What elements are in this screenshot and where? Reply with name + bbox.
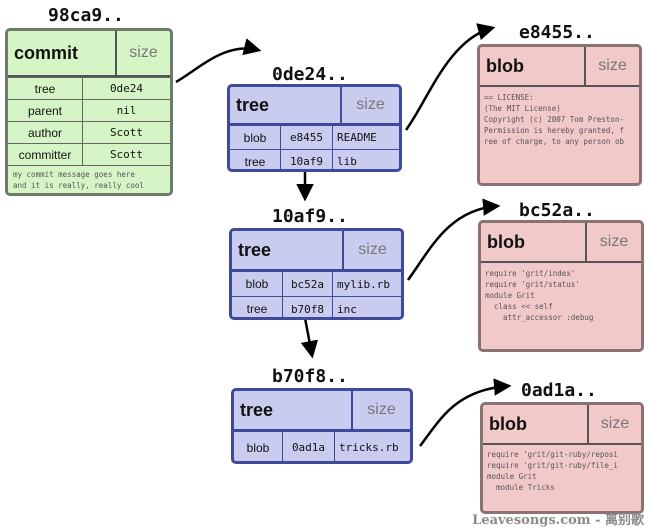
tree-entry-name: tricks.rb xyxy=(334,432,410,461)
blob-object: blob size require 'grit/index' require '… xyxy=(478,220,644,352)
tree-type-label: tree xyxy=(236,94,270,115)
blob-content: require 'grit/git-ruby/reposi require 'g… xyxy=(483,445,641,493)
tree-entry-hash: e8455 xyxy=(280,126,332,149)
blob-header: blob size xyxy=(480,47,639,87)
tree-header: tree size xyxy=(232,231,401,271)
arrow-tree3-to-blob3 xyxy=(419,378,512,447)
blob-line: attr_accessor :debug xyxy=(485,313,594,322)
tree-object: tree size blob bc52a mylib.rb tree b70f8… xyxy=(229,228,404,320)
arrow-tree2-to-tree3 xyxy=(300,317,318,359)
tree-entry-type: tree xyxy=(246,302,268,316)
tree-hash: b70f8.. xyxy=(272,366,348,387)
blob-content: require 'grit/index' require 'grit/statu… xyxy=(481,263,641,323)
tree-object: tree size blob 0ad1a tricks.rb xyxy=(231,388,413,464)
commit-row-key: tree xyxy=(34,81,56,96)
tree-header: tree size xyxy=(230,87,399,125)
blob-type-label: blob xyxy=(489,413,527,434)
tree-header: tree size xyxy=(234,391,410,431)
tree-size-label: size xyxy=(340,87,399,123)
tree-size-label: size xyxy=(342,231,401,269)
commit-row: committer Scott xyxy=(8,143,170,165)
blob-hash: 0ad1a.. xyxy=(521,380,597,401)
tree-entry-type: blob xyxy=(246,440,270,455)
blob-size-label: size xyxy=(587,405,641,443)
blob-line: == LICENSE: xyxy=(484,93,534,102)
blob-content: == LICENSE: (The MIT License) Copyright … xyxy=(480,87,639,147)
tree-entry-type: blob xyxy=(245,277,269,291)
blob-header: blob size xyxy=(481,223,641,263)
tree-entry: blob bc52a mylib.rb xyxy=(232,271,401,296)
blob-object: blob size == LICENSE: (The MIT License) … xyxy=(477,44,642,186)
tree-entry: blob e8455 README xyxy=(230,125,399,149)
tree-entry-hash: 10af9 xyxy=(280,150,332,169)
blob-hash: e8455.. xyxy=(519,22,595,43)
arrow-commit-to-tree xyxy=(175,38,262,84)
commit-row-key: committer xyxy=(18,147,72,162)
watermark: Leavesongs.com - 离别歌 xyxy=(472,513,644,528)
commit-message-line: my commit message goes here xyxy=(13,170,135,179)
tree-hash: 10af9.. xyxy=(272,206,348,227)
tree-entry-hash: 0ad1a xyxy=(282,432,334,461)
commit-row-key: parent xyxy=(27,103,63,118)
tree-entry-name: lib xyxy=(332,150,399,169)
tree-entry-hash: bc52a xyxy=(282,272,332,296)
arrow-tree2-to-blob2 xyxy=(406,198,501,281)
tree-entry: tree b70f8 inc xyxy=(232,296,401,317)
blob-line: (The MIT License) xyxy=(484,104,561,113)
arrow-tree1-to-blob1 xyxy=(404,23,496,131)
commit-row-value: Scott xyxy=(82,144,170,165)
blob-size-label: size xyxy=(585,223,641,261)
commit-hash: 98ca9.. xyxy=(48,5,124,26)
tree-hash: 0de24.. xyxy=(272,64,348,85)
blob-line: require 'grit/index' xyxy=(485,269,576,278)
blob-line: module Grit xyxy=(487,472,537,481)
commit-row: parent nil xyxy=(8,99,170,121)
tree-entry: blob 0ad1a tricks.rb xyxy=(234,431,410,461)
blob-line: Copyright (c) 2007 Tom Preston- xyxy=(484,115,624,124)
commit-row: author Scott xyxy=(8,121,170,143)
tree-type-label: tree xyxy=(238,239,272,260)
blob-size-label: size xyxy=(584,47,639,85)
blob-line: require 'grit/git-ruby/file_i xyxy=(487,461,618,470)
tree-object: tree size blob e8455 README tree 10af9 l… xyxy=(227,84,402,172)
blob-line: class << self xyxy=(485,302,553,311)
tree-entry-name: inc xyxy=(332,297,401,317)
commit-object: commit size tree 0de24 parent nil author… xyxy=(5,28,173,196)
blob-line: require 'grit/git-ruby/reposi xyxy=(487,450,618,459)
tree-entry-hash: b70f8 xyxy=(282,297,332,317)
commit-type-label: commit xyxy=(14,42,79,63)
blob-line: module Grit xyxy=(485,291,535,300)
blob-line: ree of charge, to any person ob xyxy=(484,137,624,146)
tree-size-label: size xyxy=(351,391,410,429)
commit-header: commit size xyxy=(8,31,170,77)
commit-message: my commit message goes here and it is re… xyxy=(8,165,170,193)
tree-type-label: tree xyxy=(240,399,274,420)
blob-type-label: blob xyxy=(487,231,525,252)
commit-size-label: size xyxy=(115,31,170,75)
commit-row-value: nil xyxy=(82,100,170,121)
commit-row-value: 0de24 xyxy=(82,78,170,99)
blob-type-label: blob xyxy=(486,55,524,76)
blob-header: blob size xyxy=(483,405,641,445)
commit-row-value: Scott xyxy=(82,122,170,143)
tree-entry: tree 10af9 lib xyxy=(230,149,399,169)
blob-line: module Tricks xyxy=(487,483,555,492)
commit-row: tree 0de24 xyxy=(8,77,170,99)
tree-entry-name: README xyxy=(332,126,399,149)
blob-line: Permission is hereby granted, f xyxy=(484,126,624,135)
blob-hash: bc52a.. xyxy=(519,200,595,221)
blob-line: require 'grit/status' xyxy=(485,280,580,289)
commit-message-line: and it is really, really cool xyxy=(13,181,144,190)
tree-entry-type: tree xyxy=(244,154,266,169)
tree-entry-name: mylib.rb xyxy=(332,272,401,296)
tree-entry-type: blob xyxy=(243,130,267,145)
blob-object: blob size require 'grit/git-ruby/reposi … xyxy=(480,402,644,514)
commit-row-key: author xyxy=(27,125,63,140)
